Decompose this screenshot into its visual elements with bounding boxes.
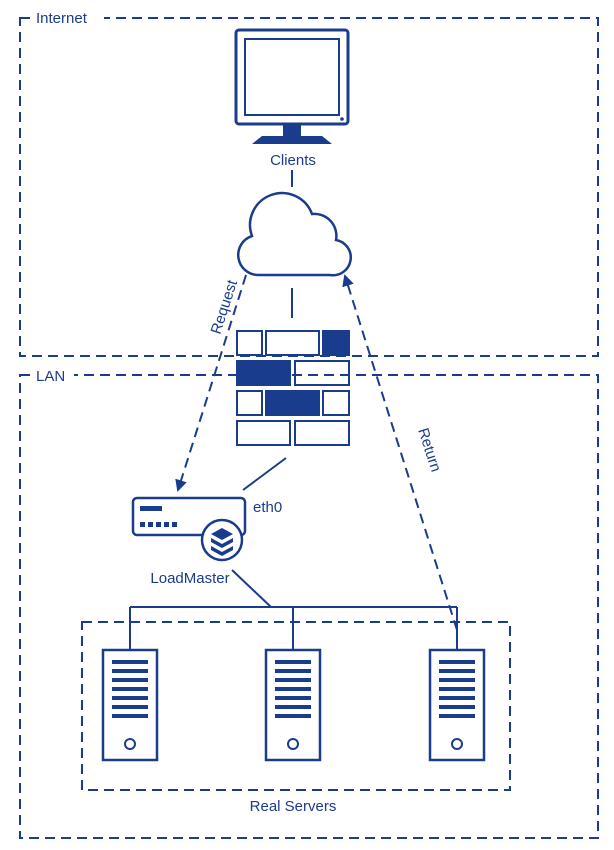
return-arrow <box>342 274 458 631</box>
lan-zone <box>19 374 599 839</box>
monitor-icon <box>234 28 350 144</box>
loadmaster-label: LoadMaster <box>150 570 229 587</box>
real-servers-label: Real Servers <box>250 798 337 815</box>
eth0-label: eth0 <box>253 499 282 516</box>
loadmaster-logo-icon <box>200 518 244 562</box>
lan-zone-label: LAN <box>36 368 65 385</box>
real-servers-group <box>81 621 511 791</box>
server-icon <box>101 648 159 762</box>
server-icon <box>264 648 322 762</box>
cloud-icon <box>236 191 352 277</box>
firewall-icon <box>236 330 350 446</box>
server-icon <box>428 648 486 762</box>
return-label: Return <box>414 426 444 474</box>
server-connection-tree <box>129 569 458 650</box>
request-arrow <box>175 274 247 492</box>
internet-zone <box>19 17 599 357</box>
clients-label: Clients <box>270 152 316 169</box>
firewall-loadmaster-link <box>242 457 287 491</box>
internet-zone-label: Internet <box>36 10 88 27</box>
